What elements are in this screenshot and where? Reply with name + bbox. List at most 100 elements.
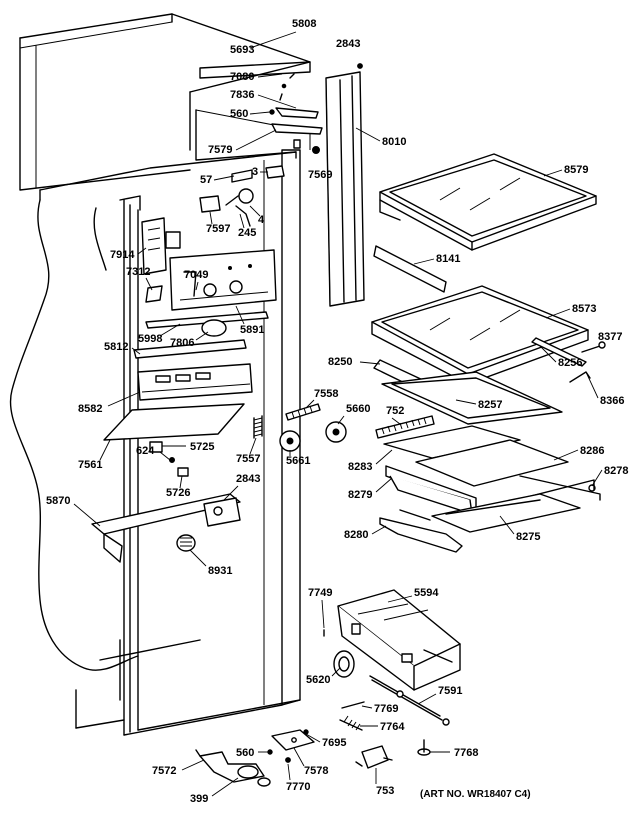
comb-752	[375, 415, 435, 439]
leader-line-5808	[249, 31, 297, 49]
leader-line-8573	[545, 308, 571, 319]
leader-line-8366	[585, 371, 599, 399]
leader-line-7558	[305, 399, 315, 409]
part-label-7579: 7579	[208, 144, 232, 156]
cutaway-break-line	[9, 199, 139, 671]
part-label-8582: 8582	[78, 403, 102, 415]
shelf-8579	[379, 153, 597, 251]
roller-8931	[176, 534, 196, 552]
drawer-frame-8279	[385, 439, 601, 515]
part-label-7770: 7770	[286, 781, 310, 793]
leader-line-8141	[413, 258, 435, 265]
leader-line-8582	[107, 391, 141, 407]
part-label-8579: 8579	[564, 164, 588, 176]
part-label-5998: 5998	[138, 333, 162, 345]
leader-line-624	[159, 451, 171, 461]
rod-end-8377	[598, 341, 606, 349]
leader-line-7572	[181, 759, 205, 771]
part-label-7578: 7578	[304, 765, 328, 777]
part-label-7749: 7749	[308, 587, 332, 599]
part-label-8377: 8377	[598, 331, 622, 343]
part-label-8931: 8931	[208, 565, 232, 577]
bracket-5812	[133, 339, 247, 359]
part-label-7557: 7557	[236, 453, 260, 465]
leader-line-8275	[499, 515, 515, 535]
trim-8141	[373, 245, 447, 293]
leader-line-7836	[257, 94, 297, 109]
leader-line-5620	[331, 667, 341, 677]
part-label-8250: 8250	[328, 356, 352, 368]
part-label-5891: 5891	[240, 324, 264, 336]
part-label-8257: 8257	[478, 399, 502, 411]
leader-line-7561	[99, 439, 111, 461]
part-label-2843a: 2843	[336, 38, 360, 50]
rail-5870	[91, 493, 241, 563]
part-label-8278: 8278	[604, 465, 628, 477]
part-label-5620: 5620	[306, 674, 330, 686]
spring-7557	[253, 415, 263, 439]
leader-line-5870	[73, 503, 101, 527]
leader-line-7579	[235, 129, 277, 151]
leader-line-7080	[257, 73, 283, 78]
leader-line-752	[391, 417, 401, 425]
part-label-7764: 7764	[380, 721, 405, 733]
cabinet-top-wall	[19, 13, 311, 191]
part-label-7080: 7080	[230, 71, 254, 83]
wheel-5661	[279, 430, 301, 452]
leader-line-7769	[361, 705, 373, 709]
leader-line-7312	[145, 277, 153, 291]
control-panel-5891	[169, 249, 277, 311]
leader-line-57	[213, 175, 235, 181]
screw-7769	[341, 701, 365, 709]
part-label-5693: 5693	[230, 44, 254, 56]
part-label-752: 752	[386, 405, 404, 417]
part-label-8275: 8275	[516, 531, 540, 543]
leader-line-7695	[305, 733, 321, 743]
leader-line-7049	[195, 281, 199, 291]
leader-line-8256	[539, 345, 557, 363]
part-label-8286: 8286	[580, 445, 604, 457]
leader-line-5594	[387, 595, 413, 603]
switch-7312	[145, 285, 163, 303]
leader-line-4	[249, 205, 261, 217]
part-label-7597: 7597	[206, 223, 230, 235]
control-housing-7914	[141, 217, 181, 275]
rod-8377	[581, 345, 601, 353]
socket-5725	[149, 441, 163, 453]
part-label-8279: 8279	[348, 489, 372, 501]
leader-line-7591	[417, 693, 437, 705]
shelf-8573	[371, 285, 589, 385]
part-label-7914: 7914	[110, 249, 135, 261]
bracket-57	[231, 169, 253, 183]
leader-line-8283	[375, 449, 393, 465]
screw-7695	[303, 729, 309, 735]
part-label-8283: 8283	[348, 461, 372, 473]
leader-line-5891	[235, 305, 245, 325]
part-label-7768: 7768	[454, 747, 478, 759]
leader-line-8286	[553, 449, 579, 461]
part-label-57: 57	[200, 174, 212, 186]
leader-line-245	[239, 213, 245, 229]
part-label-7558: 7558	[314, 388, 338, 400]
damper-housing-5594	[337, 589, 461, 691]
screw-2843-top	[357, 63, 363, 69]
part-label-7569: 7569	[308, 169, 332, 181]
leader-line-8579	[543, 169, 563, 177]
bracket-8280	[379, 509, 463, 553]
shaft-7591	[369, 675, 450, 726]
leader-line-8250	[359, 361, 381, 365]
part-label-8573: 8573	[572, 303, 596, 315]
top-hinge-parts	[269, 73, 323, 154]
part-label-7836: 7836	[230, 89, 254, 101]
motor-5620	[333, 650, 355, 678]
part-label-7312: 7312	[126, 266, 150, 278]
trim-strip-8010	[325, 71, 365, 307]
part-label-5870: 5870	[46, 495, 70, 507]
part-label-5594: 5594	[414, 587, 439, 599]
part-label-8141: 8141	[436, 253, 460, 265]
part-label-4: 4	[258, 214, 265, 226]
part-label-560b: 560	[236, 747, 254, 759]
part-label-7561: 7561	[78, 459, 102, 471]
part-label-5661: 5661	[286, 455, 310, 467]
frame-8250	[373, 359, 563, 425]
